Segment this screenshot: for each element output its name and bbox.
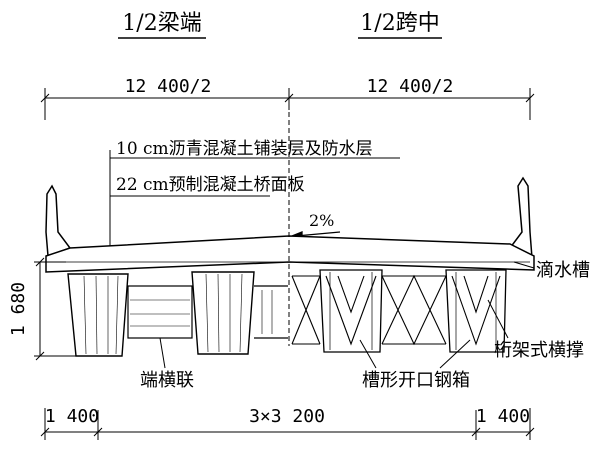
side-dimension-line <box>34 257 76 361</box>
leader-truss-brace <box>487 299 509 339</box>
bottom-dimension-middle: 3×3 200 <box>249 406 325 427</box>
callout-leaders <box>109 150 400 258</box>
leader-steel-box-right <box>439 339 471 369</box>
label-drip-groove: 滴水槽 <box>536 260 590 281</box>
bottom-dimension-right: 1 400 <box>476 406 530 427</box>
bottom-dimension-line <box>40 408 535 440</box>
leader-drip-groove <box>513 261 535 269</box>
leader-end-cross-beam <box>159 337 166 369</box>
leader-steel-box-left <box>359 339 377 369</box>
label-end-cross-beam: 端横联 <box>140 370 194 391</box>
slope-value: 2% <box>309 211 334 230</box>
top-dimension-right: 12 400/2 <box>367 76 454 97</box>
bottom-dimension-left: 1 400 <box>45 406 99 427</box>
top-dimension-line <box>40 88 535 120</box>
steel-trough-boxes <box>319 269 507 353</box>
truss-bracing <box>291 274 501 346</box>
side-dimension-value: 1 680 <box>8 282 29 336</box>
callout-paving-layer: 10 cm沥青混凝土铺装层及防水层 <box>116 139 373 159</box>
deck-slab <box>45 176 535 273</box>
header-half-beam-end: 1/2梁端 <box>122 11 201 36</box>
label-truss-brace: 桁架式横撑 <box>494 340 584 361</box>
callout-deck-slab: 22 cm预制混凝土桥面板 <box>116 175 305 195</box>
header-half-midspan: 1/2跨中 <box>360 11 439 36</box>
top-dimension-left: 12 400/2 <box>125 76 212 97</box>
label-steel-box: 槽形开口钢箱 <box>362 370 470 391</box>
end-cross-beam <box>127 285 288 339</box>
beam-end-hatching <box>83 273 243 355</box>
